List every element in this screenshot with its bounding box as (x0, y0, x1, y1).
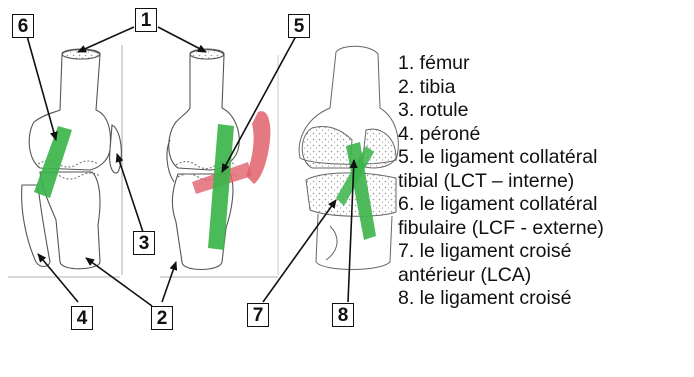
callout-4: 4 (71, 306, 93, 330)
legend-item-rotule: 3. rotule (398, 99, 694, 123)
arrow-3 (117, 154, 143, 232)
legend-item-lca-detail: antérieur (LCA) (398, 264, 694, 288)
legend-item-tibia: 2. tibia (398, 76, 694, 100)
legend-list: 1. fémur 2. tibia 3. rotule 4. péroné 5.… (398, 52, 694, 311)
legend-item-femur: 1. fémur (398, 52, 694, 76)
arrow-2-right (162, 262, 176, 302)
callout-6: 6 (12, 14, 34, 38)
arrow-1-right (158, 27, 206, 52)
legend-item-lcf-detail: fibulaire (LCF - externe) (398, 217, 694, 241)
legend-item-perone: 4. péroné (398, 123, 694, 147)
arrow-2-left (86, 258, 152, 306)
callout-2: 2 (151, 306, 173, 330)
knee-anatomy-figure: 1 2 3 4 5 6 7 8 (0, 0, 400, 372)
legend-item-lcp: 8. le ligament croisé (398, 287, 694, 311)
legend-item-lct: 5. le ligament collatéral (398, 146, 694, 170)
callout-7: 7 (247, 303, 269, 327)
callout-8: 8 (332, 303, 354, 327)
knee-lateral-view (22, 49, 122, 269)
legend-item-lcf: 6. le ligament collatéral (398, 193, 694, 217)
arrow-7 (263, 200, 336, 302)
legend-item-lct-detail: tibial (LCT – interne) (398, 170, 694, 194)
arrow-1-left (78, 27, 134, 52)
callout-3: 3 (133, 231, 155, 255)
callout-1: 1 (135, 8, 157, 32)
legend-item-lca: 7. le ligament croisé (398, 240, 694, 264)
callout-5: 5 (288, 14, 310, 38)
